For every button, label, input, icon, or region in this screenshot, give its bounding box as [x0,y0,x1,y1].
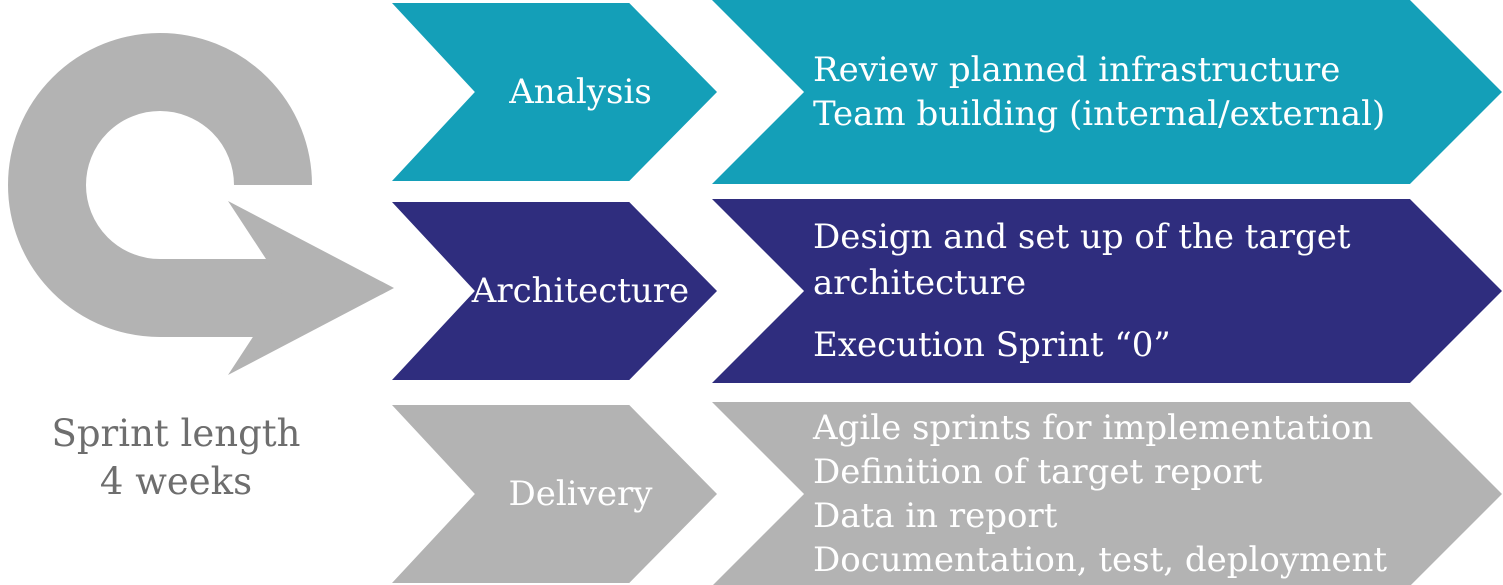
phase-label-chevron-delivery: Delivery [392,405,717,583]
phase-detail-item: Design and set up of the target architec… [813,217,1351,303]
phase-detail-item: Execution Sprint “0” [813,325,1171,365]
phase-row-delivery: Delivery Agile sprints for implementatio… [0,402,1503,585]
phase-detail-item: Definition of target report [813,452,1263,492]
phase-detail-item: Review planned infrastructure [813,50,1341,90]
phase-detail-item: Documentation, test, deployment [813,540,1388,580]
phase-label-chevron-analysis: Analysis [392,3,717,181]
phase-detail-arrow-delivery: Agile sprints for implementation Definit… [712,402,1502,585]
phase-label-architecture: Architecture [471,271,690,311]
phase-label-analysis: Analysis [509,72,652,112]
phase-label-delivery: Delivery [508,474,653,514]
phase-row-analysis: Analysis Review planned infrastructure T… [0,0,1503,184]
sprint-length-line2: 4 weeks [99,460,253,503]
phase-detail-item: Agile sprints for implementation [813,408,1374,448]
phase-detail-item: Team building (internal/external) [813,94,1386,134]
sprint-length-note: Sprint length 4 weeks [0,410,352,506]
loop-arrow-head [228,201,394,375]
sprint-length-line1: Sprint length [51,412,301,455]
phase-label-chevron-architecture: Architecture [392,202,717,380]
loop-arrow-icon [8,33,394,375]
loop-arrow-ring [8,33,312,337]
phase-detail-arrow-analysis: Review planned infrastructure Team build… [712,0,1502,184]
phase-row-architecture: Architecture Design and set up of the ta… [0,199,1503,383]
phase-detail-item: Data in report [813,496,1058,536]
phase-detail-arrow-architecture: Design and set up of the target architec… [712,199,1502,383]
